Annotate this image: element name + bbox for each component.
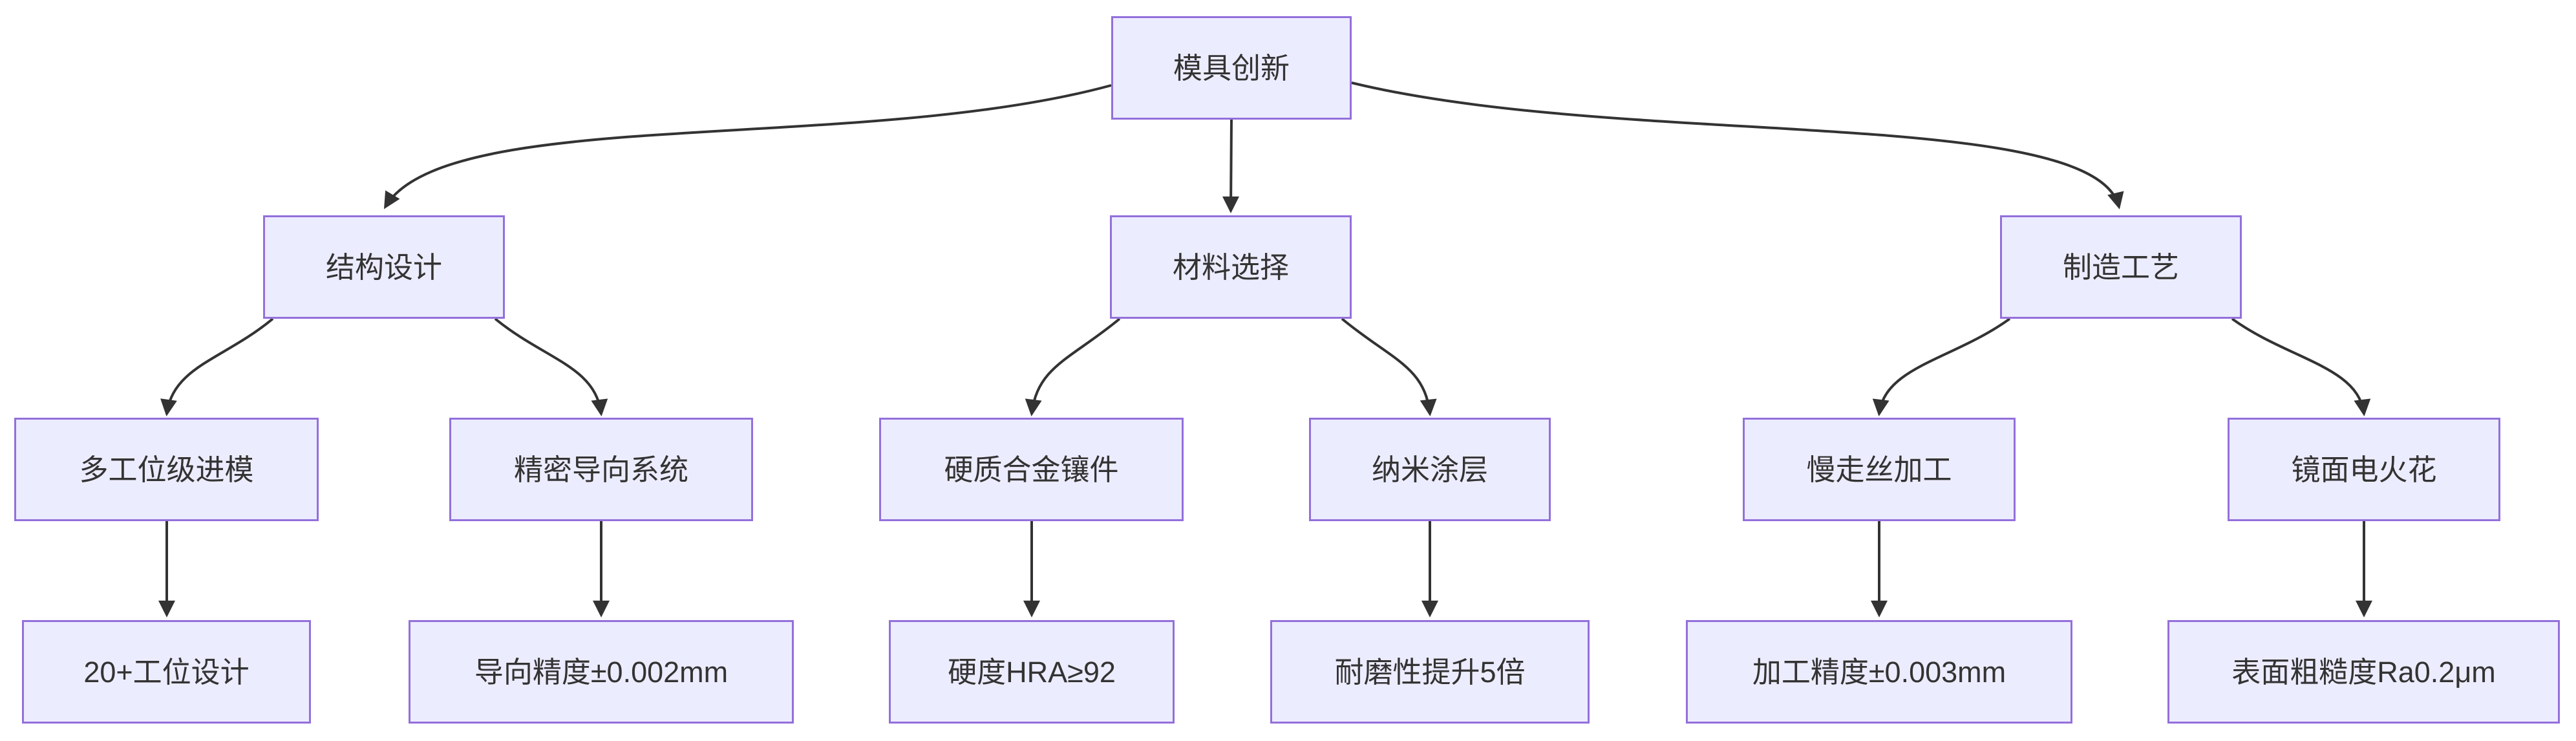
node-manufacturing-process: 制造工艺 [2000, 215, 2242, 319]
edge-root-to-manufacturing-process [1351, 81, 2124, 209]
node-label: 精密导向系统 [513, 453, 688, 486]
node-label: 慢走丝加工 [1806, 453, 1952, 486]
node-label: 20+工位设计 [83, 655, 250, 689]
node-progressive-die: 多工位级进模 [14, 418, 319, 521]
node-label: 材料选择 [1172, 250, 1289, 284]
node-label: 表面粗糙度Ra0.2μm [2231, 655, 2496, 689]
node-label: 结构设计 [325, 250, 442, 284]
edge-process-to-mirror-edm [2231, 317, 2371, 416]
node-label: 耐磨性提升5倍 [1334, 655, 1526, 689]
node-label: 纳米涂层 [1371, 453, 1488, 486]
node-surface-roughness: 表面粗糙度Ra0.2μm [2167, 620, 2560, 724]
node-label: 加工精度±0.003mm [1752, 655, 2007, 689]
node-nano-coating: 纳米涂层 [1309, 418, 1551, 521]
edge-material-to-nano-coating [1341, 317, 1437, 416]
node-wire-edm: 慢走丝加工 [1743, 418, 2016, 521]
edge-process-to-wire-edm [1872, 317, 2011, 416]
node-label: 镜面电火花 [2291, 453, 2437, 486]
node-label: 硬质合金镶件 [944, 453, 1119, 486]
node-mold-innovation: 模具创新 [1111, 16, 1352, 120]
node-mirror-edm: 镜面电火花 [2228, 418, 2500, 521]
node-label: 制造工艺 [2062, 250, 2179, 284]
node-hardness: 硬度HRA≥92 [889, 620, 1175, 724]
node-material-selection: 材料选择 [1110, 215, 1352, 319]
node-carbide-insert: 硬质合金镶件 [879, 418, 1184, 521]
edge-structure-to-progressive-die [160, 317, 274, 416]
node-wear-resistance: 耐磨性提升5倍 [1270, 620, 1590, 724]
node-guide-system: 精密导向系统 [449, 418, 753, 521]
edge-root-to-structure-design [383, 84, 1112, 209]
node-guide-accuracy: 导向精度±0.002mm [409, 620, 794, 724]
node-label: 模具创新 [1173, 51, 1290, 85]
node-label: 硬度HRA≥92 [948, 655, 1116, 689]
node-structure-design: 结构设计 [263, 215, 505, 319]
node-machining-accuracy: 加工精度±0.003mm [1686, 620, 2072, 724]
node-label: 多工位级进模 [79, 453, 254, 486]
node-station-design: 20+工位设计 [22, 620, 311, 724]
edge-structure-to-guide-system [494, 317, 608, 416]
edge-material-to-carbide-insert [1025, 317, 1121, 416]
node-label: 导向精度±0.002mm [474, 655, 729, 689]
